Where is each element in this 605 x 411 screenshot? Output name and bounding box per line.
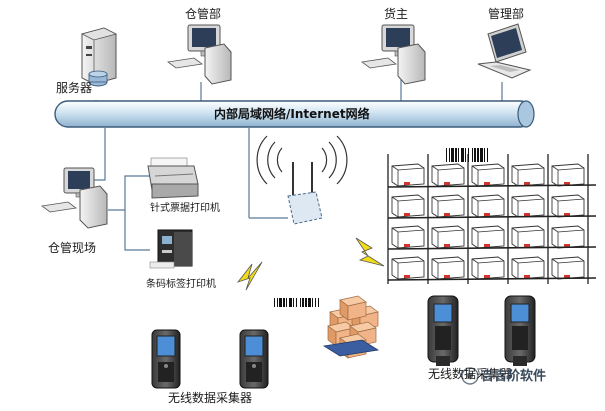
node-label-dot-printer: 针式票据打印机 [150,203,220,214]
node-label-wireless-collector-left: 无线数据采集器 [168,391,253,405]
barcode-label-icon [274,298,319,307]
wireless-ap-icon [256,135,348,225]
handheld-terminal-icon [239,329,269,389]
shelf-barcode-icon [446,148,488,162]
warehouse-shelf-icon [387,154,597,284]
watermark-text: 吉吉阶软件 [481,369,547,384]
barcode-printer-icon [149,229,193,269]
management-laptop-icon [477,23,532,79]
watermark-logo-icon [461,367,479,385]
rugged-scanner-icon [504,295,536,366]
dot-matrix-printer-icon [147,157,199,199]
network-bus-label: 内部局域网络/Internet网络 [214,107,370,121]
node-label-cargo-owner: 货主 [384,7,409,21]
connection-lines [90,80,503,251]
site-pc-icon [40,167,108,229]
node-label-barcode-printer: 条码标签打印机 [146,279,216,290]
node-label-management: 管理部 [488,7,525,21]
handheld-terminal-icon [151,329,181,389]
carton-stack-icon [322,295,380,359]
cargo-owner-pc-icon [360,24,426,85]
lightning-icon [236,237,385,291]
server-icon [80,27,118,87]
node-label-site: 仓管现场 [48,241,97,255]
warehouse-pc-icon [166,24,232,85]
rugged-scanner-icon [427,295,459,366]
node-label-server: 服务器 [56,81,93,95]
node-label-wireless-collector-right: 无线数据采集器 [428,367,513,381]
network-bus [54,100,535,128]
node-label-warehouse: 仓管部 [185,7,222,21]
